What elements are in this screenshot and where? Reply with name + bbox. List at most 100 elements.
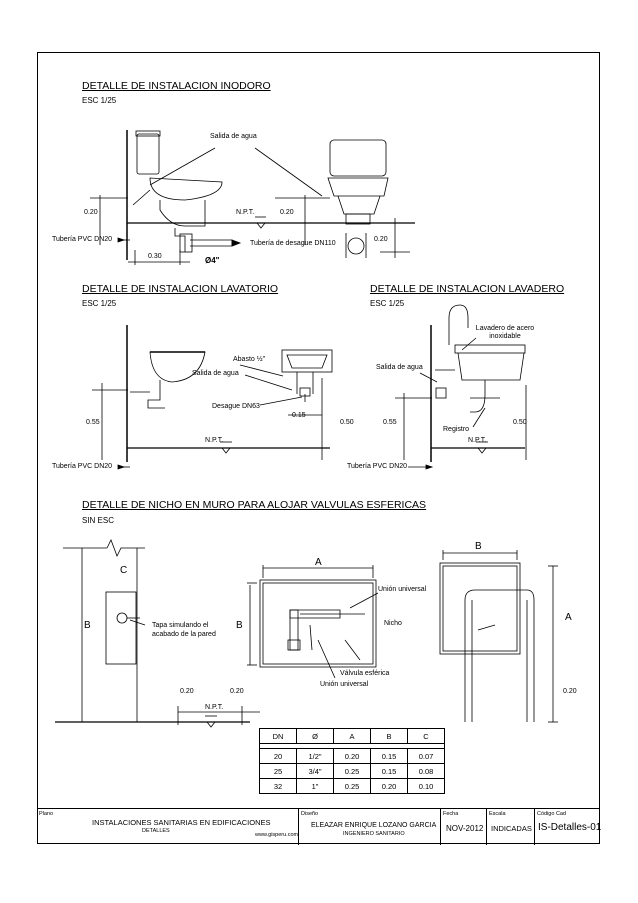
tb-plano-sub: DETALLES [142, 828, 170, 834]
table-cell: 32 [259, 778, 297, 794]
table-cell: 1" [296, 778, 334, 794]
scale-inodoro: ESC 1/25 [82, 96, 117, 105]
label-tuberia-pvc-2: Tubería PVC DN20 [52, 463, 113, 470]
label-union-universal-2: Unión universal [320, 681, 369, 688]
toilet-front-view [327, 139, 389, 258]
tb-web: www.gisperu.com [255, 832, 299, 838]
tb-codigo: Código Cad IS-Detalles-01 [535, 809, 602, 845]
label-desague-dn63: Desague DN63 [212, 403, 260, 410]
label-lavadero-acero: Lavadero de acero inoxidable [475, 325, 535, 340]
table-cell: 25 [259, 763, 297, 779]
table-cell: 0.10 [407, 778, 445, 794]
dim-030: 0.30 [148, 253, 162, 260]
title-inodoro: DETALLE DE INSTALACION INODORO [82, 80, 271, 92]
scale-lavadero: ESC 1/25 [370, 299, 405, 308]
dim-020-4: 0.20 [180, 688, 194, 695]
dim-020-3: 0.20 [374, 236, 388, 243]
tb-escala: Escala INDICADAS [487, 809, 535, 845]
table-cell: 0.20 [333, 748, 371, 764]
label-A-2: A [565, 612, 572, 623]
label-union-universal-1: Unión universal [378, 586, 427, 593]
drawing-sheet [37, 52, 600, 844]
dim-020-1: 0.20 [84, 209, 98, 216]
scale-lavatorio: ESC 1/25 [82, 299, 117, 308]
label-B-2: B [236, 620, 243, 631]
dim-050-2: 0.50 [513, 419, 527, 426]
label-salida-agua-1: Salida de agua [210, 133, 257, 140]
table-header: DN [259, 728, 297, 744]
dim-015: 0.15 [292, 412, 306, 419]
label-abasto: Abasto ½" [233, 356, 266, 363]
table-cell: 0.15 [370, 748, 408, 764]
tb-fecha: Fecha NOV-2012 [441, 809, 487, 845]
dim-020-5: 0.20 [230, 688, 244, 695]
niche-side-view [439, 562, 535, 722]
tb-codigo-caption: Código Cad [537, 811, 567, 817]
dim-055-2: 0.55 [383, 419, 397, 426]
table-cell: 0.15 [370, 763, 408, 779]
label-tuberia-pvc-1: Tubería PVC DN20 [52, 236, 113, 243]
dim-050-1: 0.50 [340, 419, 354, 426]
dim-020-6: 0.20 [563, 688, 577, 695]
tb-plano-caption: Plano [39, 811, 54, 817]
title-lavatorio: DETALLE DE INSTALACION LAVATORIO [82, 283, 279, 295]
dim-020-2: 0.20 [280, 209, 294, 216]
table-cell: 0.07 [407, 748, 445, 764]
table-cell: 0.20 [370, 778, 408, 794]
washbasin-side-view [130, 351, 206, 409]
label-A-1: A [315, 557, 322, 568]
label-diam4: Ø4" [205, 256, 220, 265]
label-npt-4: N.P.T. [205, 704, 224, 711]
tb-diseno-caption: Diseño [301, 811, 319, 817]
table-header: C [407, 728, 445, 744]
table-cell: 3/4" [296, 763, 334, 779]
table-header: A [333, 728, 371, 744]
label-C: C [120, 565, 128, 576]
label-salida-agua-3: Salida de agua [376, 364, 423, 371]
table-row: 32 1" 0.25 0.20 0.10 [259, 778, 445, 794]
tb-designer-role: INGENIERO SANITARIO [343, 831, 405, 837]
label-B-1: B [84, 620, 91, 631]
toilet-side-view [126, 130, 242, 260]
washbasin-front-view [281, 349, 333, 402]
dim-055-1: 0.55 [86, 419, 100, 426]
label-salida-agua-2: Salida de agua [192, 370, 239, 377]
table-cell: 0.08 [407, 763, 445, 779]
scale-nicho: SIN ESC [82, 516, 115, 525]
label-tuberia-pvc-3: Tubería PVC DN20 [347, 463, 408, 470]
table-header: Ø [296, 728, 334, 744]
label-valvula: Válvula esférica [340, 670, 390, 677]
niche-front-view [259, 579, 377, 668]
table-cell: 20 [259, 748, 297, 764]
sink-view [435, 304, 526, 413]
wall-section [55, 539, 250, 723]
table-row: 25 3/4" 0.25 0.15 0.08 [259, 763, 445, 779]
tb-fecha-value: NOV-2012 [446, 824, 484, 833]
label-tuberia-desague: Tubería de desague DN110 [250, 240, 336, 247]
label-registro: Registro [443, 426, 470, 433]
title-lavadero: DETALLE DE INSTALACION LAVADERO [370, 283, 565, 295]
tb-plano-title: INSTALACIONES SANITARIAS EN EDIFICACIONE… [92, 818, 271, 827]
tb-plano: Plano INSTALACIONES SANITARIAS EN EDIFIC… [37, 809, 299, 845]
title-nicho: DETALLE DE NICHO EN MURO PARA ALOJAR VAL… [82, 499, 427, 511]
table-row: 20 1/2" 0.20 0.15 0.07 [259, 748, 445, 764]
tb-codigo-value: IS-Detalles-01 [538, 822, 602, 833]
title-block: Plano INSTALACIONES SANITARIAS EN EDIFIC… [37, 808, 602, 845]
table-header: B [370, 728, 408, 744]
tb-escala-value: INDICADAS [491, 824, 532, 833]
valve-dimension-table: DN Ø A B C 20 1/2" 0.20 0.15 0.07 25 3/4… [259, 728, 445, 794]
tb-escala-caption: Escala [489, 811, 506, 817]
label-npt-2: N.P.T. [205, 437, 224, 444]
label-tapa: Tapa simulando el acabado de la pared [152, 622, 216, 638]
table-header-row: DN Ø A B C [259, 728, 445, 744]
tb-fecha-caption: Fecha [443, 811, 459, 817]
table-cell: 1/2" [296, 748, 334, 764]
table-cell: 0.25 [333, 763, 371, 779]
label-nicho: Nicho [384, 620, 402, 627]
table-cell: 0.25 [333, 778, 371, 794]
tb-diseno: Diseño ELEAZAR ENRIQUE LOZANO GARCIA ING… [299, 809, 441, 845]
label-npt-1: N.P.T. [236, 209, 255, 216]
label-npt-3: N.P.T. [468, 437, 487, 444]
label-B-3: B [475, 541, 482, 552]
